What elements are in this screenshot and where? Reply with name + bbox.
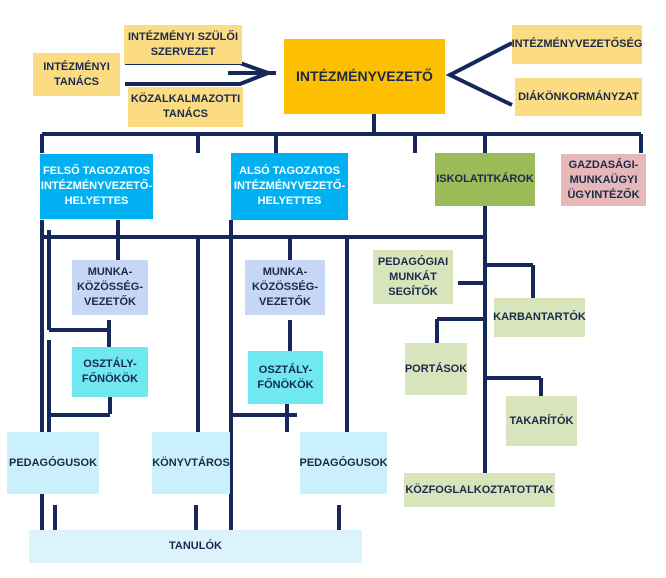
node-kozalk: KÖZALKALMAZOTTI TANÁCS bbox=[128, 87, 243, 127]
node-label: OSZTÁLY- FŐNÖKÖK bbox=[257, 363, 314, 391]
node-label: GAZDASÁGI- MUNKAÜGYI ÜGYINTÉZŐK bbox=[567, 158, 640, 201]
node-vezeto: INTÉZMÉNYVEZETŐ bbox=[284, 39, 445, 114]
node-label: PEDAGÓGIAI MUNKÁT SEGÍTŐK bbox=[377, 255, 449, 298]
node-label: KARBANTARTÓK bbox=[493, 311, 586, 323]
node-vezetoseg: INTÉZMÉNYVEZETŐSÉG bbox=[512, 25, 642, 64]
node-pedsegito: PEDAGÓGIAI MUNKÁT SEGÍTŐK bbox=[373, 250, 453, 304]
node-label: ALSÓ TAGOZATOS INTÉZMÉNYVEZETŐ- HELYETTE… bbox=[233, 165, 346, 207]
arrow-line bbox=[445, 41, 513, 107]
node-label: ISKOLATITKÁROK bbox=[436, 173, 534, 185]
node-label: KÖZFOGLALKOZTATOTTAK bbox=[405, 483, 554, 496]
node-label: INTÉZMÉNYI SZÜLŐI SZERVEZET bbox=[128, 30, 238, 58]
node-diak: DIÁKÖNKORMÁNYZAT bbox=[515, 78, 642, 116]
node-label: INTÉZMÉNYI TANÁCS bbox=[43, 60, 110, 88]
node-osztaly2: OSZTÁLY- FŐNÖKÖK bbox=[248, 351, 323, 404]
node-gazdasagi: GAZDASÁGI- MUNKAÜGYI ÜGYINTÉZŐK bbox=[561, 154, 646, 206]
node-label: KÖNYVTÁROS bbox=[152, 456, 230, 469]
node-takaritok: TAKARÍTÓK bbox=[506, 396, 577, 446]
node-label: FELSŐ TAGOZATOS INTÉZMÉNYVEZETŐ- HELYETT… bbox=[40, 165, 153, 207]
node-kozfog: KÖZFOGLALKOZTATOTTAK bbox=[404, 473, 555, 507]
node-munka2: MUNKA- KÖZÖSSÉG- VEZETŐK bbox=[245, 260, 325, 315]
node-karbantartok: KARBANTARTÓK bbox=[493, 298, 586, 337]
node-portasok: PORTÁSOK bbox=[405, 343, 467, 395]
node-label: OSZTÁLY- FŐNÖKÖK bbox=[81, 358, 139, 385]
node-label: INTÉZMÉNYVEZETŐSÉG bbox=[511, 38, 643, 50]
node-tanacs: INTÉZMÉNYI TANÁCS bbox=[33, 53, 120, 96]
node-label: MUNKA- KÖZÖSSÉG- VEZETŐK bbox=[76, 266, 143, 308]
node-tanulok: TANULÓK bbox=[29, 530, 362, 563]
node-osztaly1: OSZTÁLY- FŐNÖKÖK bbox=[72, 347, 148, 397]
node-felso: FELSŐ TAGOZATOS INTÉZMÉNYVEZETŐ- HELYETT… bbox=[40, 154, 153, 219]
node-label: INTÉZMÉNYVEZETŐ bbox=[296, 68, 433, 84]
node-label: TANULÓK bbox=[169, 540, 222, 552]
node-label: KÖZALKALMAZOTTI TANÁCS bbox=[130, 93, 241, 120]
node-iskolatitkarok: ISKOLATITKÁROK bbox=[435, 153, 535, 206]
node-label: MUNKA- KÖZÖSSÉG- VEZETŐK bbox=[251, 266, 318, 308]
node-ped2: PEDAGÓGUSOK bbox=[299, 432, 388, 494]
node-label: DIÁKÖNKORMÁNYZAT bbox=[518, 90, 639, 103]
node-label: TAKARÍTÓK bbox=[509, 414, 574, 427]
node-szuloi: INTÉZMÉNYI SZÜLŐI SZERVEZET bbox=[124, 25, 242, 64]
node-munka1: MUNKA- KÖZÖSSÉG- VEZETŐK bbox=[72, 260, 148, 315]
node-konyvtaros: KÖNYVTÁROS bbox=[152, 432, 230, 494]
node-also: ALSÓ TAGOZATOS INTÉZMÉNYVEZETŐ- HELYETTE… bbox=[231, 153, 348, 220]
node-label: PEDAGÓGUSOK bbox=[299, 456, 388, 469]
node-ped1: PEDAGÓGUSOK bbox=[7, 432, 99, 494]
node-label: PEDAGÓGUSOK bbox=[9, 456, 98, 469]
node-label: PORTÁSOK bbox=[404, 362, 468, 375]
